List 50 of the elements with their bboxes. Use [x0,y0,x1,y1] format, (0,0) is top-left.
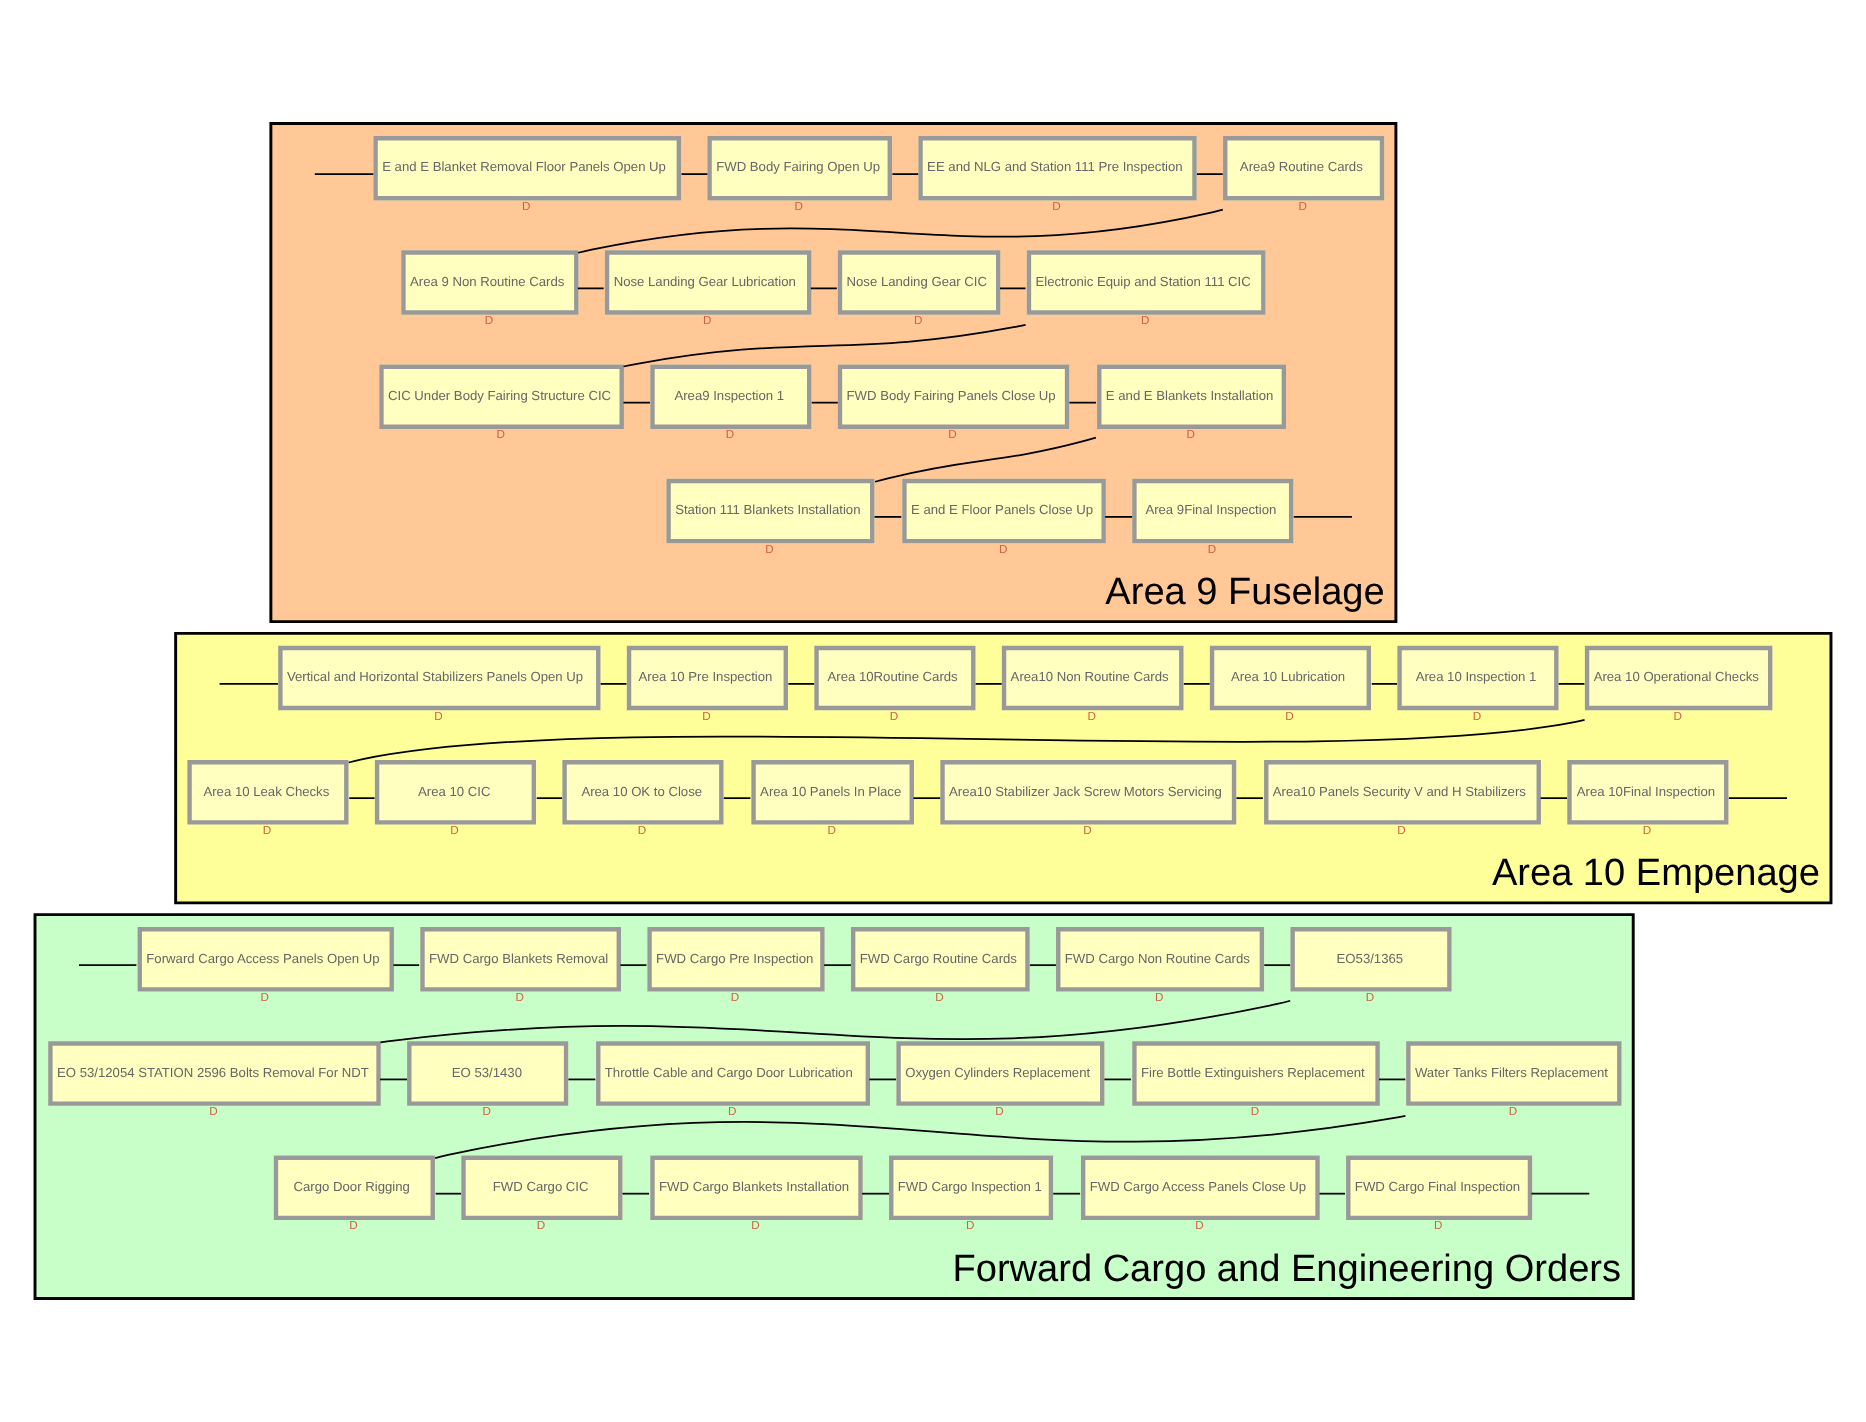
connector [1370,683,1398,685]
connector [348,797,376,800]
connector [1727,797,1788,800]
connector [379,999,1292,1044]
connector [434,1114,1407,1159]
connector [567,1078,597,1081]
connector [912,797,942,800]
connector [873,516,903,518]
connector [347,719,1586,764]
connector [787,683,816,685]
connector [1196,173,1224,175]
connector [1103,1078,1132,1081]
connector [78,964,138,967]
connector [313,173,375,175]
connector [622,401,651,404]
connector [874,436,1097,483]
connector [1052,1192,1081,1195]
connector [622,323,1027,368]
connector [823,964,852,967]
connector [599,683,628,685]
connector [392,964,420,967]
connector [1530,1192,1591,1195]
connector [218,683,279,685]
connector [1104,516,1133,518]
connector [868,1078,897,1081]
connector [1068,401,1097,404]
connector [891,173,920,175]
connector [1378,1078,1407,1081]
connector [810,401,839,404]
connector [1182,683,1211,685]
connector [1263,964,1292,967]
connector [680,173,709,175]
connector [577,208,1224,254]
connector [999,287,1027,290]
connector [1235,797,1264,800]
connector [1292,516,1353,518]
connector [1029,964,1057,967]
connector [1557,683,1586,685]
connector [1318,1192,1346,1195]
connector [576,287,605,290]
connector [379,1078,408,1081]
connector [861,1192,890,1195]
connector [535,797,563,800]
connector [974,683,1003,685]
connector [722,797,752,800]
connector [809,287,838,290]
connector [434,1192,462,1195]
connector [1539,797,1568,800]
connector [619,964,648,967]
connector [621,1192,650,1195]
